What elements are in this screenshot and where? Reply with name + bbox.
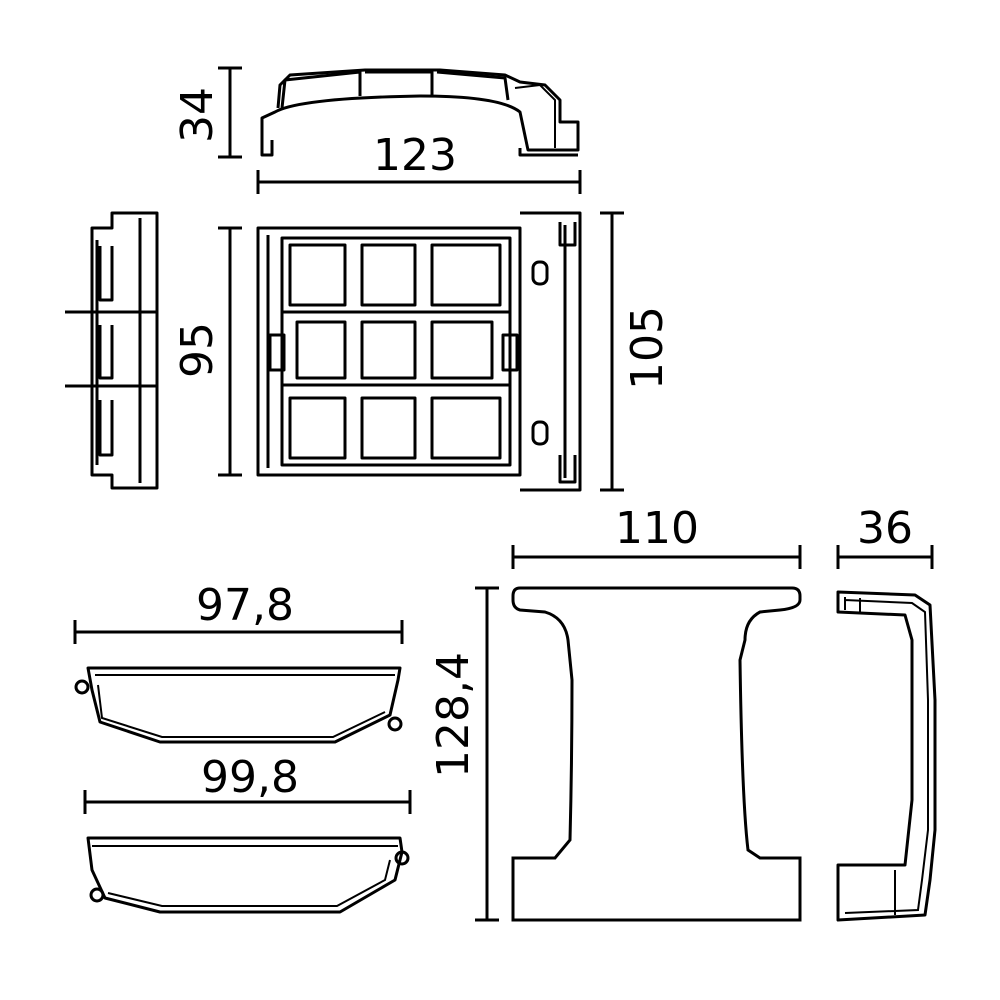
dim-label-34: 34 [172,87,223,143]
dim-label-97-8: 97,8 [196,580,294,631]
dim-label-105: 105 [622,306,673,390]
dim-label-110: 110 [615,503,699,554]
dim-label-99-8: 99,8 [201,752,299,803]
dim-label-95: 95 [172,322,223,378]
side-view [65,211,159,490]
dim-label-36: 36 [857,503,913,554]
dim-label-123: 123 [373,130,457,181]
clip-part [511,586,802,922]
plan-view [256,211,582,492]
side-profile [836,590,937,922]
dim-label-128-4: 128,4 [428,652,479,778]
top-view [260,68,580,157]
cover-b [86,836,410,914]
cover-a [74,666,403,744]
